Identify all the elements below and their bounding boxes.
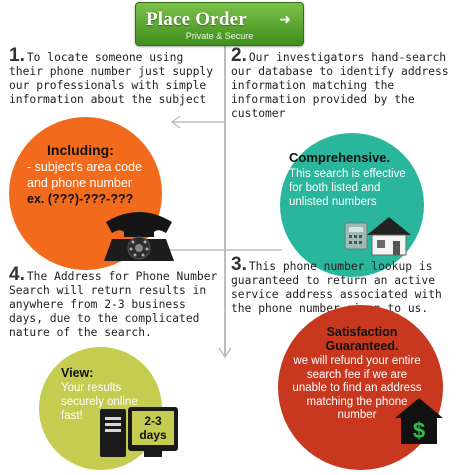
arrow-down-end — [218, 347, 232, 359]
step-1-number: 1. — [9, 45, 25, 66]
computer-icon: 2-3 days — [100, 407, 182, 459]
place-order-label: Place Order — [146, 9, 247, 30]
monitor-days-line1: 2-3 — [144, 414, 162, 428]
satisfaction-title-line1: Satisfaction — [326, 325, 398, 339]
arrow-step2-to-left — [170, 115, 225, 129]
place-order-button[interactable]: Place Order ➜ Private & Secure — [135, 2, 304, 46]
dollar-house-icon: $ — [395, 398, 443, 444]
step-4: 4.The Address for Phone Number Search wi… — [9, 265, 222, 340]
satisfaction-title: Satisfaction Guaranteed. — [314, 325, 410, 353]
view-text: Your results securely online fast! — [61, 382, 138, 422]
step-1: 1.To locate someone using their phone nu… — [9, 46, 222, 107]
including-example: ex. (???)-???-??? — [27, 192, 134, 206]
satisfaction-title-line2: Guaranteed. — [325, 339, 399, 353]
including-text: - subject's area code and phone number e… — [27, 159, 157, 207]
step-2: 2.Our investigators hand-search our data… — [231, 46, 457, 121]
monitor-stand — [144, 451, 162, 457]
step-3-number: 3. — [231, 254, 247, 275]
step-1-text: To locate someone using their phone numb… — [9, 51, 214, 106]
including-line2: and phone number — [27, 176, 132, 190]
center-divider — [224, 44, 226, 356]
step-2-text: Our investigators hand-search our databa… — [231, 51, 449, 120]
including-title: Including: — [47, 142, 114, 158]
computer-monitor: 2-3 days — [128, 407, 178, 451]
step-2-number: 2. — [231, 45, 247, 66]
arrow-right-icon: ➜ — [279, 12, 291, 28]
telephone-icon — [104, 212, 174, 261]
svg-text:$: $ — [413, 418, 425, 443]
house-icon — [344, 217, 411, 256]
satisfaction-text: we will refund your entire search fee if… — [292, 355, 422, 421]
step-3-text: This phone number lookup is guaranteed t… — [231, 260, 442, 315]
monitor-screen: 2-3 days — [132, 411, 174, 445]
computer-tower — [100, 409, 126, 457]
comprehensive-title: Comprehensive. — [289, 150, 391, 165]
monitor-days-line2: days — [139, 428, 167, 442]
comprehensive-text: This search is effective for both listed… — [289, 168, 406, 208]
place-order-subtitle: Private & Secure — [185, 31, 254, 41]
step-4-number: 4. — [9, 264, 25, 285]
step-3: 3.This phone number lookup is guaranteed… — [231, 255, 457, 316]
view-title: View: — [61, 366, 94, 380]
step-4-text: The Address for Phone Number Search will… — [9, 270, 218, 339]
including-line1: - subject's area code — [27, 160, 142, 174]
